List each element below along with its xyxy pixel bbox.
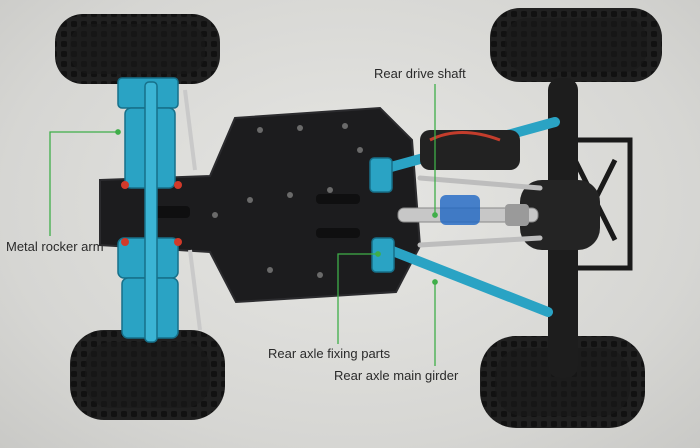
front-shock-rods	[183, 89, 202, 331]
rear-axle-fixing-parts	[369, 157, 395, 273]
callout-lines	[49, 84, 438, 366]
front-red-fittings	[121, 181, 182, 246]
front-metal-rocker-arm	[117, 77, 179, 343]
rear-left-tire	[490, 8, 662, 82]
front-right-tire	[70, 330, 225, 420]
front-left-tire	[55, 14, 220, 84]
rear-axle-fixing-parts-label: Rear axle fixing parts	[268, 346, 391, 361]
rear-right-tire	[480, 336, 645, 428]
rear-silver-links	[417, 175, 543, 248]
rear-axle-main-girder	[520, 78, 600, 378]
chassis-bolts	[167, 123, 363, 278]
metal-rocker-arm-label: Metal rocker arm	[6, 239, 104, 254]
electronics-wiring	[420, 130, 520, 225]
rear-drive-shaft-label: Rear drive shaft	[374, 66, 466, 81]
rear-axle-main-girder-label: Rear axle main girder	[334, 368, 459, 383]
chassis-slots	[150, 194, 360, 238]
